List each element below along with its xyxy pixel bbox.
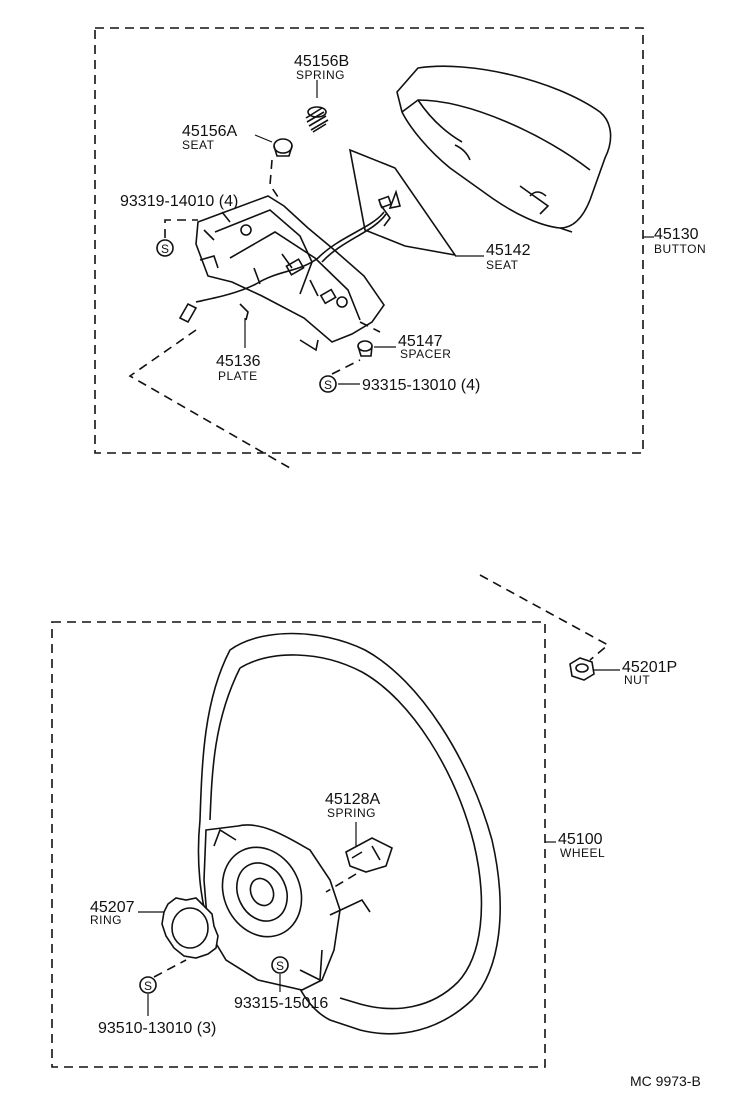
ring-drawing xyxy=(138,897,219,959)
spring-bracket-drawing xyxy=(325,822,393,893)
wire-harness-drawing xyxy=(178,195,393,324)
part-number-45201p: 45201P xyxy=(622,659,677,676)
part-name-45156a: SEAT xyxy=(182,138,215,152)
callout-93315-lower: 93315-15016 xyxy=(234,995,328,1012)
part-number-45147: 45147 xyxy=(398,333,443,350)
part-name-45130: BUTTON xyxy=(654,242,706,256)
screw-symbol-text-lower-right: S xyxy=(276,959,284,973)
callout-45147: 45147 SPACER xyxy=(398,333,451,361)
part-number-93510: 93510-13010 (3) xyxy=(98,1020,216,1037)
part-number-45100: 45100 xyxy=(558,831,603,848)
part-number-45136: 45136 xyxy=(216,353,261,370)
drawing-code: MC 9973-B xyxy=(630,1073,701,1089)
part-number-93315-lower: 93315-15016 xyxy=(234,995,328,1012)
wheel-assembly-frame xyxy=(51,621,546,1068)
nut-drawing xyxy=(569,657,620,681)
part-number-45128a: 45128A xyxy=(325,791,380,808)
button-pad-drawing xyxy=(396,65,612,233)
callout-93315-upper: 93315-13010 (4) xyxy=(362,377,480,394)
seat-cap-drawing xyxy=(254,134,293,201)
part-name-45128a: SPRING xyxy=(327,806,376,820)
plate-bracket-drawing xyxy=(195,195,385,352)
screw-symbol-lower-right xyxy=(271,956,289,974)
callout-45207: 45207 RING xyxy=(90,899,135,927)
callout-45156a: 45156A SEAT xyxy=(182,123,237,152)
callout-93319: 93319-14010 (4) xyxy=(120,193,238,210)
callout-45142: 45142 SEAT xyxy=(486,242,531,272)
spacer-drawing xyxy=(357,340,396,357)
spring-coil-drawing xyxy=(305,80,329,133)
callout-45156b: 45156B SPRING xyxy=(294,53,349,82)
part-name-45147: SPACER xyxy=(400,347,451,361)
steering-wheel-drawing xyxy=(197,632,501,1035)
callout-45136: 45136 PLATE xyxy=(216,353,261,383)
part-number-45156a: 45156A xyxy=(182,123,237,140)
part-number-93315-upper: 93315-13010 (4) xyxy=(362,377,480,394)
screw-symbol-lower-left xyxy=(139,976,157,994)
seat-sheet-drawing xyxy=(348,148,484,257)
screw-symbol-upper-right xyxy=(319,375,337,393)
part-name-45156b: SPRING xyxy=(296,68,345,82)
screw-symbol-text-lower-left: S xyxy=(144,979,152,993)
part-number-93319: 93319-14010 (4) xyxy=(120,193,238,210)
part-name-45142: SEAT xyxy=(486,258,519,272)
part-name-45207: RING xyxy=(90,913,122,927)
button-assembly-frame xyxy=(94,27,644,454)
callout-45201p: 45201P NUT xyxy=(622,659,677,687)
screw-symbol-text-upper-right: S xyxy=(324,378,332,392)
part-name-45100: WHEEL xyxy=(560,846,605,860)
part-number-45130: 45130 xyxy=(654,226,699,243)
part-number-45207: 45207 xyxy=(90,899,135,916)
part-number-45142: 45142 xyxy=(486,242,531,259)
screw-symbol-text-upper-left: S xyxy=(161,242,169,256)
screw-symbol-upper-left xyxy=(156,239,174,257)
callout-45130: 45130 BUTTON xyxy=(643,226,706,256)
callout-93510: 93510-13010 (3) xyxy=(98,1020,216,1037)
callout-45128a: 45128A SPRING xyxy=(325,791,380,820)
part-number-45156b: 45156B xyxy=(294,53,349,70)
part-name-45136: PLATE xyxy=(218,369,258,383)
callout-45100: 45100 WHEEL xyxy=(545,831,605,860)
part-name-45201p: NUT xyxy=(624,673,650,687)
